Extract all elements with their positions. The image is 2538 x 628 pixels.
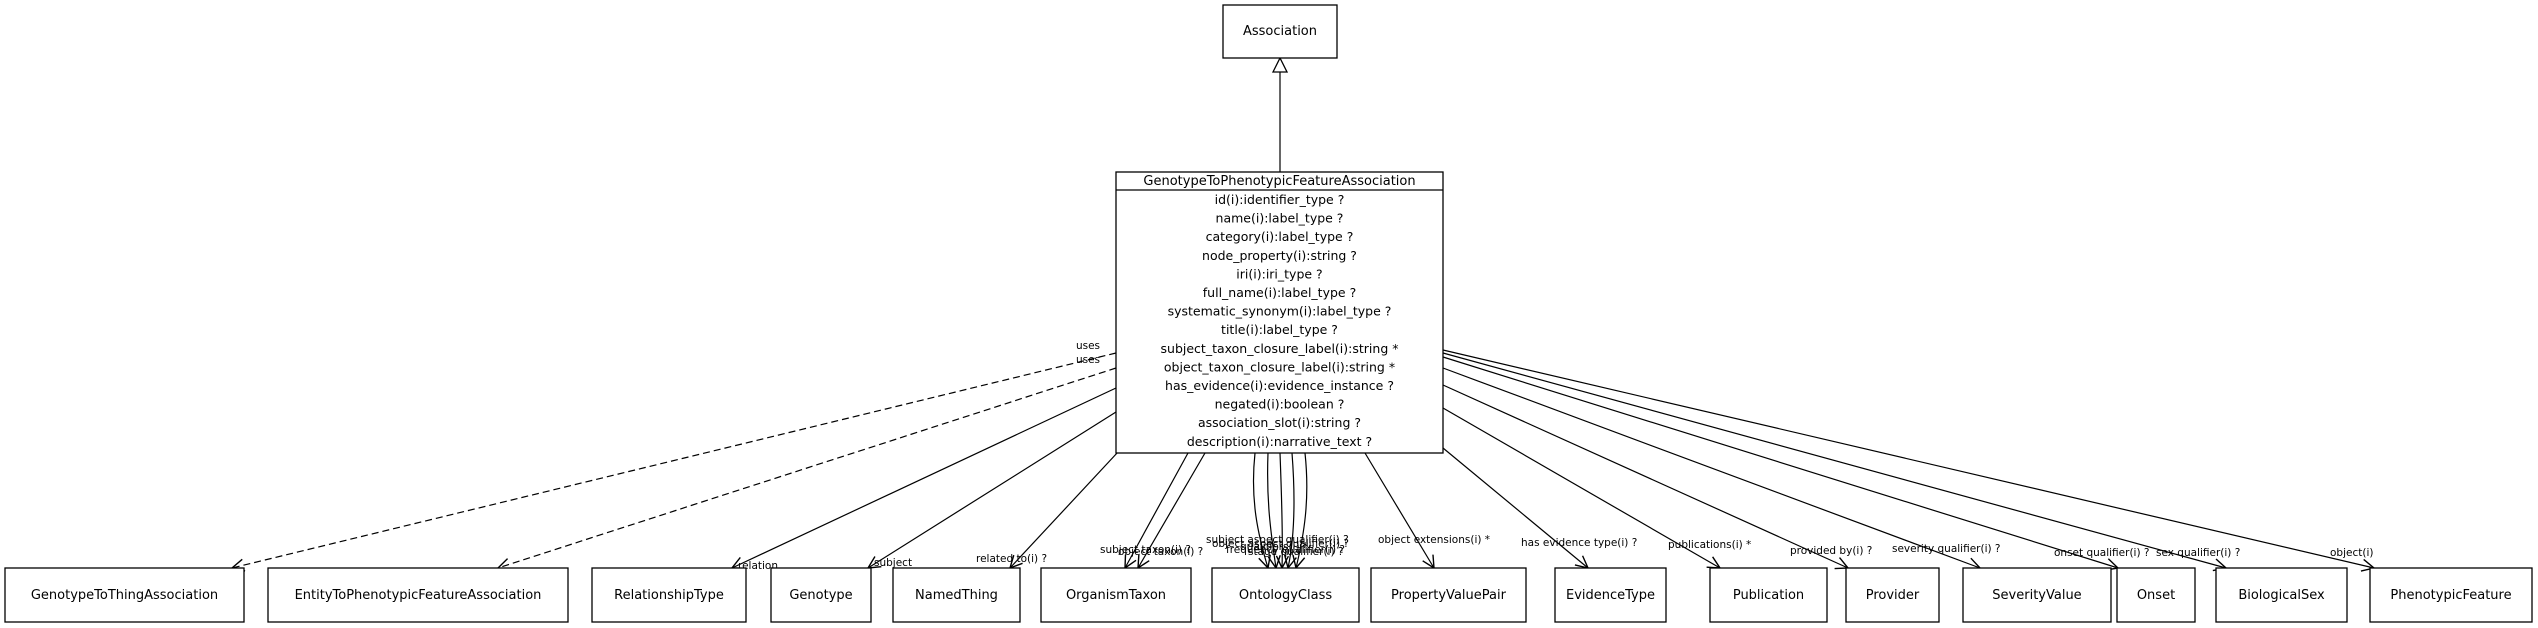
edge-sex-qualifier [1442,352,2226,568]
edge-ontology-3 [1280,452,1282,568]
target-class-name: RelationshipType [614,588,724,603]
label-ontology-3: qualifiers(i) * [1240,541,1308,553]
edge-ontology-4 [1288,452,1294,568]
label-provided-by: provided by(i) ? [1790,545,1872,557]
target-class-name: Provider [1866,588,1920,603]
label-ontology-2: object aspect qualifier(i) ? [1212,538,1349,550]
label-object-taxon: object taxon(i) ? [1118,546,1203,558]
attribute-row: negated(i):boolean ? [1215,397,1345,412]
edge-labels: uses uses relation subject related to(i)… [738,340,2373,572]
target-class-name: GenotypeToThingAssociation [31,588,218,603]
target-class-box[interactable]: RelationshipType [591,567,747,623]
attribute-row: full_name(i):label_type ? [1203,285,1356,300]
target-class-box[interactable]: OntologyClass [1211,567,1360,623]
attribute-row: description(i):narrative_text ? [1187,434,1372,449]
target-class-box[interactable]: PhenotypicFeature [2369,567,2533,623]
target-class-name: Onset [2137,588,2175,603]
label-subject-taxon: subject taxon(i) ? [1100,544,1191,556]
target-class-box[interactable]: Onset [2116,567,2196,623]
edge-subject-taxon [1125,452,1189,568]
target-class-name: PropertyValuePair [1391,588,1507,603]
label-sex-qualifier: sex qualifier(i) ? [2156,547,2240,559]
edge-severity-qualifier [1442,367,1980,568]
edge-uses-entity-to-phenotypic [498,367,1117,568]
target-classes: GenotypeToThingAssociation EntityToPhenot… [4,567,2533,623]
attribute-row: object_taxon_closure_label(i):string * [1164,359,1395,374]
class-name-association: Association [1243,24,1317,39]
main-class-name: GenotypeToPhenotypicFeatureAssociation [1143,174,1415,189]
target-class-box[interactable]: BiologicalSex [2215,567,2348,623]
label-uses-1: uses [1076,340,1100,352]
label-ontology-4: frequency qualifier(i) ? [1226,544,1345,556]
edge-onset-qualifier [1442,356,2118,568]
edge-ontology-1 [1252,452,1268,568]
target-class-box[interactable]: Publication [1709,567,1828,623]
edge-has-evidence-type [1442,447,1588,568]
label-object: object(i) [2330,547,2373,559]
target-class-box[interactable]: PropertyValuePair [1370,567,1527,623]
association-edges [232,349,2374,568]
label-ontology-5: stage qualifier(i) ? [1248,546,1343,558]
target-class-box[interactable]: Genotype [770,567,872,623]
edge-uses-genotype-to-thing [232,352,1117,568]
target-class-box[interactable]: NamedThing [892,567,1021,623]
class-box-association[interactable]: Association [1222,4,1338,59]
label-object-extensions: object extensions(i) * [1378,534,1490,546]
attribute-row: category(i):label_type ? [1206,229,1354,244]
label-severity-qualifier: severity qualifier(i) ? [1892,543,2001,555]
target-class-name: PhenotypicFeature [2390,588,2511,603]
target-class-box[interactable]: Provider [1845,567,1940,623]
label-publications: publications(i) * [1668,539,1751,551]
edge-relation [732,387,1117,568]
edge-object-taxon [1138,452,1206,568]
edge-ontology-2 [1267,452,1276,568]
edge-provided-by [1442,384,1848,568]
attribute-row: iri(i):iri_type ? [1236,266,1322,281]
target-class-name: Publication [1733,588,1804,603]
attribute-row: association_slot(i):string ? [1198,415,1361,430]
edge-publications [1442,407,1720,568]
label-has-evidence-type: has evidence type(i) ? [1521,537,1637,549]
attribute-list: id(i):identifier_type ? name(i):label_typ… [1161,192,1399,449]
target-class-name: OrganismTaxon [1066,588,1166,603]
label-subject: subject [874,557,912,569]
target-class-box[interactable]: OrganismTaxon [1040,567,1192,623]
attribute-row: systematic_synonym(i):label_type ? [1168,304,1392,319]
target-class-box[interactable]: SeverityValue [1962,567,2112,623]
label-relation: relation [738,560,778,572]
target-class-box[interactable]: EvidenceType [1554,567,1667,623]
label-related-to: related to(i) ? [976,553,1047,565]
target-class-box[interactable]: GenotypeToThingAssociation [4,567,245,623]
target-class-box[interactable]: EntityToPhenotypicFeatureAssociation [267,567,569,623]
target-class-name: SeverityValue [1992,588,2081,603]
target-class-name: EvidenceType [1566,588,1655,603]
label-uses-2: uses [1076,354,1100,366]
target-class-name: NamedThing [915,588,998,603]
edge-object-extensions [1364,452,1434,568]
attribute-row: title(i):label_type ? [1221,322,1338,337]
label-onset-qualifier: onset qualifier(i) ? [2054,547,2149,559]
attribute-row: subject_taxon_closure_label(i):string * [1161,341,1399,356]
target-class-name: OntologyClass [1239,588,1332,603]
target-class-name: BiologicalSex [2238,588,2325,603]
attribute-row: name(i):label_type ? [1216,211,1344,226]
attribute-row: id(i):identifier_type ? [1215,192,1345,207]
attribute-row: node_property(i):string ? [1202,248,1357,263]
edge-object [1442,349,2374,568]
edge-related-to [1010,451,1119,568]
class-box-main[interactable]: GenotypeToPhenotypicFeatureAssociation i… [1115,171,1444,454]
attribute-row: has_evidence(i):evidence_instance ? [1165,378,1394,393]
target-class-name: Genotype [789,588,852,603]
target-class-name: EntityToPhenotypicFeatureAssociation [295,588,542,603]
edge-ontology-5 [1296,452,1308,568]
label-ontology-1: subject aspect qualifier(i) ? [1206,534,1349,546]
edge-subject [868,411,1117,568]
